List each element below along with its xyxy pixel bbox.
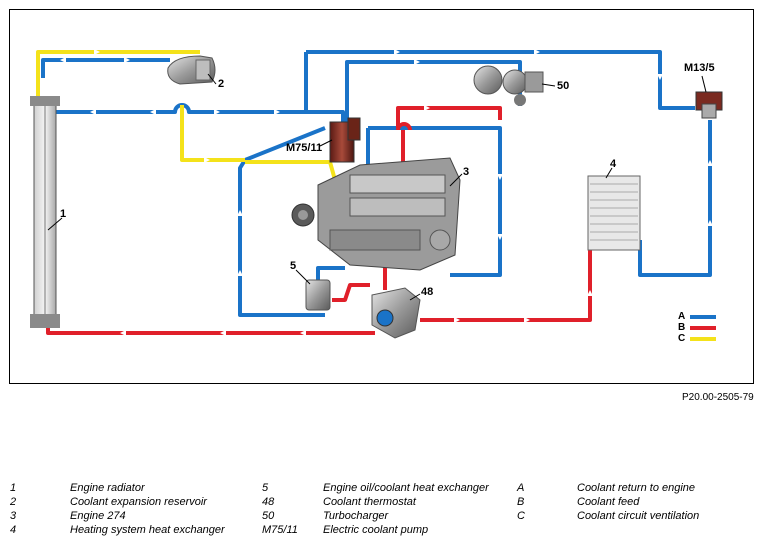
label-engine-274: 3 xyxy=(463,166,470,178)
label-m13-5: M13/5 xyxy=(684,62,715,74)
key-letter-a: A xyxy=(678,311,686,322)
key-swatch-c xyxy=(690,337,716,341)
label-thermostat: 48 xyxy=(421,286,434,298)
electric-coolant-pump xyxy=(329,117,361,163)
key-swatch-b xyxy=(690,326,716,330)
expansion-reservoir xyxy=(167,55,216,85)
legend-text: Coolant return to engine xyxy=(577,482,696,494)
coolant-thermostat xyxy=(371,287,421,339)
legend-text: Coolant expansion reservoir xyxy=(70,496,207,508)
legend-text: Heating system heat exchanger xyxy=(70,524,225,536)
flow-arrows xyxy=(60,49,713,336)
legend-text: Engine 274 xyxy=(70,510,126,522)
leader-lines xyxy=(47,73,707,301)
engine-radiator xyxy=(30,96,60,328)
legend-num: C xyxy=(517,510,525,522)
legend-num: M75/11 xyxy=(262,524,298,536)
legend-num: 1 xyxy=(10,482,17,494)
turbocharger xyxy=(473,65,544,106)
legend-num: 48 xyxy=(262,496,275,508)
legend-text: Electric coolant pump xyxy=(323,524,429,536)
m13-5-component xyxy=(695,91,723,119)
heater-core xyxy=(587,175,641,251)
legend-num: 50 xyxy=(262,510,275,522)
legend-text: Coolant circuit ventilation xyxy=(577,510,700,522)
figure-reference: P20.00-2505-79 xyxy=(682,392,754,403)
legend-num: 2 xyxy=(10,496,17,508)
engine-274 xyxy=(291,157,461,271)
label-heater-core: 4 xyxy=(610,158,617,170)
legend-text: Engine oil/coolant heat exchanger xyxy=(323,482,489,494)
key-letter-b: B xyxy=(678,322,686,333)
legend-num: 3 xyxy=(10,510,17,522)
legend-num: 5 xyxy=(262,482,269,494)
legend-text: Coolant thermostat xyxy=(323,496,416,508)
legend-text: Turbocharger xyxy=(323,510,389,522)
oil-coolant-heat-exchanger xyxy=(305,279,331,311)
label-expansion-reservoir: 2 xyxy=(218,78,225,90)
key-swatch-a xyxy=(690,315,716,319)
legend-num: B xyxy=(517,496,525,508)
label-turbocharger: 50 xyxy=(557,80,570,92)
key-letter-c: C xyxy=(678,333,686,344)
label-electric-pump: M75/11 xyxy=(286,142,323,154)
legend-num: 4 xyxy=(10,524,17,536)
legend-num: A xyxy=(517,482,525,494)
legend-text: Engine radiator xyxy=(70,482,145,494)
label-oil-coolant-exchanger: 5 xyxy=(290,260,297,272)
label-engine-radiator: 1 xyxy=(60,208,67,220)
legend-text: Coolant feed xyxy=(577,496,640,508)
